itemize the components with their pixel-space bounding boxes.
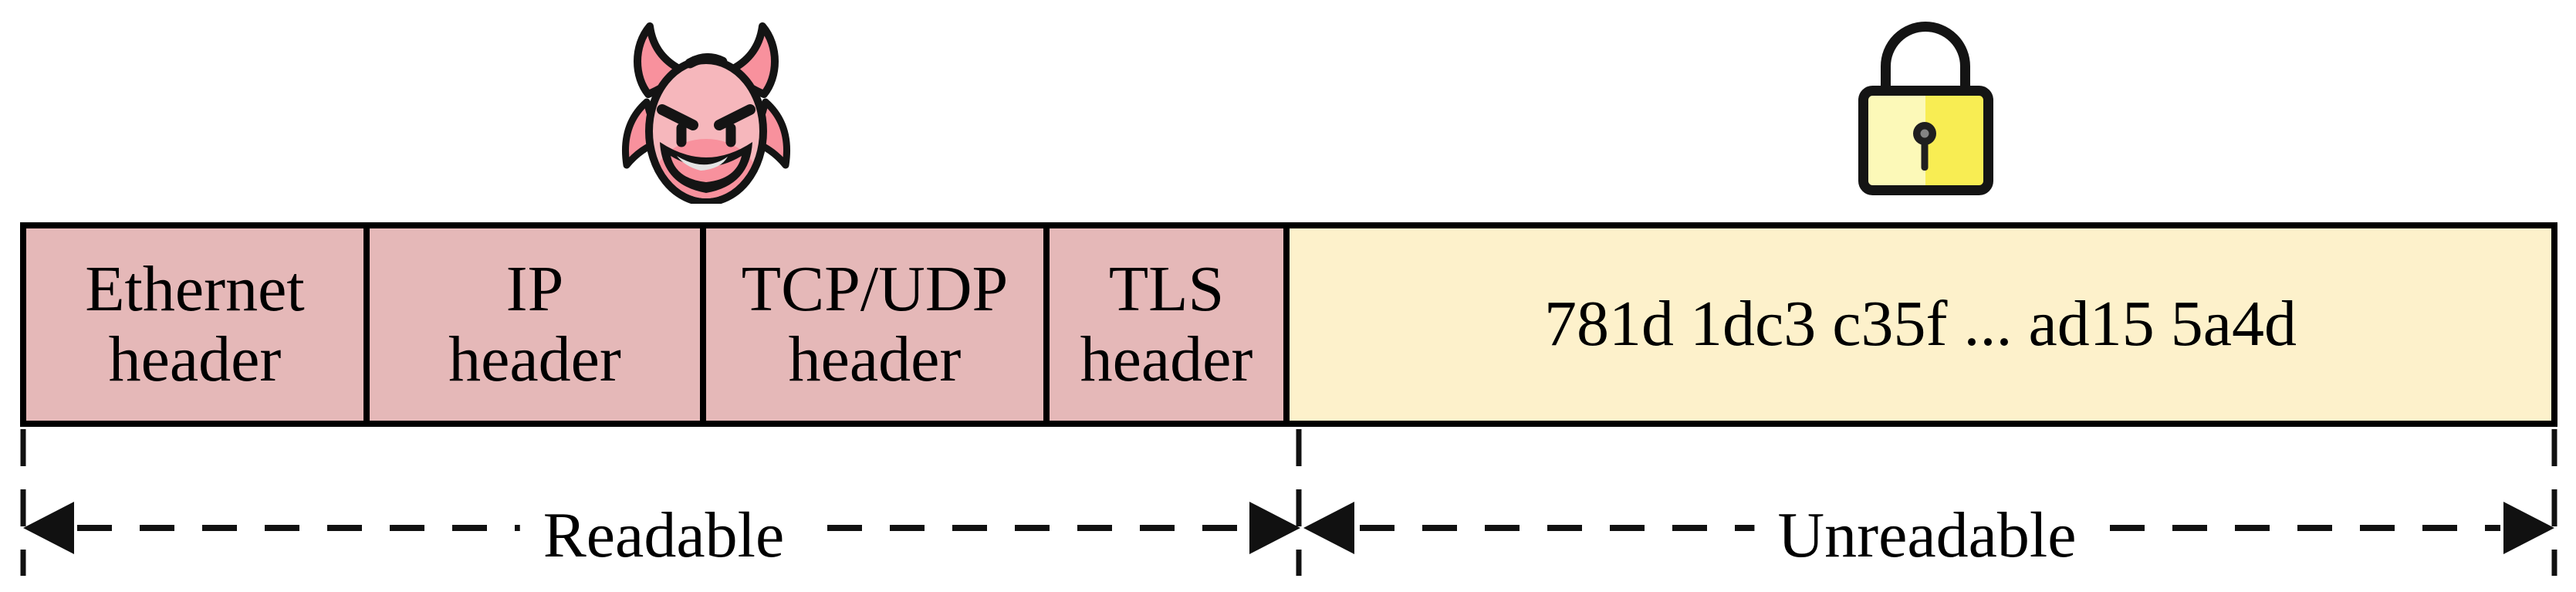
unreadable-range-label: Unreadable — [1754, 496, 2100, 576]
tcp-udp-header-cell: TCP/UDP header — [706, 228, 1050, 421]
tls-header-cell: TLS header — [1050, 228, 1290, 421]
arrowhead-middle-right-icon — [1249, 502, 1300, 554]
readable-range-label: Readable — [519, 496, 808, 576]
arrowhead-left-icon — [23, 502, 74, 554]
encrypted-payload-cell: 781d 1dc3 c35f ... ad15 5a4d — [1290, 228, 2551, 421]
ip-header-label-line1: IP — [505, 252, 564, 325]
attacker-devil-icon — [614, 14, 818, 206]
devil-face-icon — [621, 22, 791, 206]
arrowhead-right-icon — [2503, 502, 2554, 554]
tls-header-label-line1: TLS — [1108, 252, 1225, 325]
ethernet-header-label-line1: Ethernet — [85, 252, 305, 325]
encryption-padlock-icon — [1854, 19, 1996, 202]
tcp-udp-header-label-line1: TCP/UDP — [741, 252, 1009, 325]
tls-header-label-line2: header — [1080, 323, 1253, 395]
ethernet-header-label-line2: header — [108, 323, 282, 395]
encrypted-payload-text: 781d 1dc3 c35f ... ad15 5a4d — [1543, 288, 2297, 360]
packet-row: Ethernet header IP header TCP/UDP header… — [20, 222, 2557, 427]
ip-header-label-line2: header — [448, 323, 621, 395]
padlock-icon — [1858, 22, 1993, 195]
tcp-udp-header-label-line2: header — [788, 323, 962, 395]
ethernet-header-cell: Ethernet header — [26, 228, 370, 421]
arrowhead-middle-left-icon — [1303, 502, 1354, 554]
ip-header-cell: IP header — [370, 228, 706, 421]
